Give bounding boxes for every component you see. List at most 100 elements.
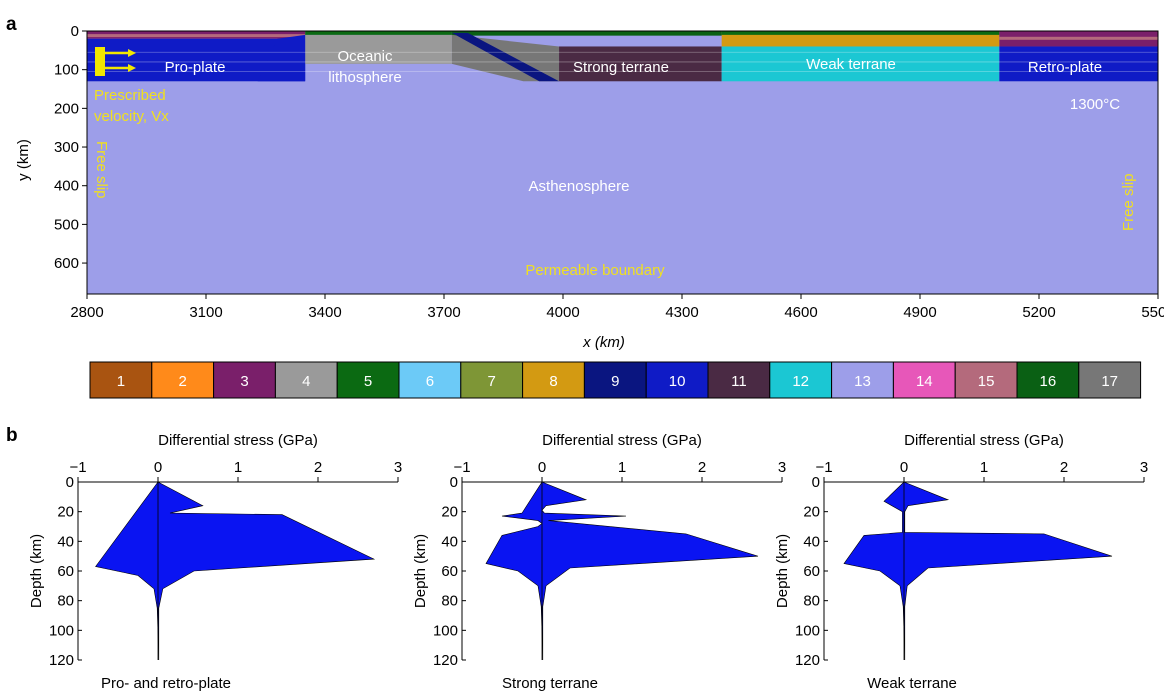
y-tick-label: 100 xyxy=(49,622,74,639)
panel-a-letter: a xyxy=(6,14,17,35)
legend-swatch-12 xyxy=(769,361,833,399)
legend-label-7: 7 xyxy=(488,373,496,390)
oceanic-lithosphere-region xyxy=(305,34,452,64)
oceanic-label: Oceanic xyxy=(337,48,393,65)
y-tick-label: 80 xyxy=(57,593,74,610)
y-tick-label: 0 xyxy=(71,23,79,40)
y-tick-label: 80 xyxy=(803,593,820,610)
y-tick-label: 0 xyxy=(812,474,820,491)
free-slip-right-label: Free slip xyxy=(1120,173,1137,231)
y-tick-label: 500 xyxy=(54,216,79,233)
legend-label-8: 8 xyxy=(549,373,557,390)
x-tick-label: −1 xyxy=(815,459,832,476)
y-tick-label: 120 xyxy=(795,652,820,669)
y-tick-label: 20 xyxy=(441,504,458,521)
x-tick-label: 1 xyxy=(980,459,988,476)
legend-swatch-9 xyxy=(583,361,647,399)
retro-plate-label: Retro-plate xyxy=(1028,59,1102,76)
x-axis-label: Differential stress (GPa) xyxy=(542,432,702,449)
y-tick-label: 60 xyxy=(441,563,458,580)
permeable-boundary-label: Permeable boundary xyxy=(525,262,665,279)
pro-plate-sediment-stripe xyxy=(87,34,306,38)
pro-plate-margin xyxy=(257,34,306,82)
legend-label-10: 10 xyxy=(669,373,686,390)
stress-envelope-area xyxy=(95,481,376,661)
asthenosphere-label: Asthenosphere xyxy=(529,178,630,195)
weak-terrane-region xyxy=(721,46,1000,82)
legend-swatch-8 xyxy=(522,361,585,399)
y-axis-label: y (km) xyxy=(15,139,32,181)
legend-swatch-5 xyxy=(336,361,400,399)
legend-label-11: 11 xyxy=(731,373,747,390)
velocity-vx-label: velocity, Vx xyxy=(94,108,169,125)
legend-label-5: 5 xyxy=(364,373,372,390)
y-tick-label: 40 xyxy=(441,533,458,550)
x-tick-label: −1 xyxy=(453,459,470,476)
x-tick-label: 2 xyxy=(1060,459,1068,476)
legend-label-12: 12 xyxy=(792,373,809,390)
y-tick-label: 200 xyxy=(54,100,79,117)
x-tick-label: 1 xyxy=(234,459,242,476)
y-tick-label: 20 xyxy=(803,504,820,521)
legend-label-17: 17 xyxy=(1101,373,1118,390)
legend-swatch-3 xyxy=(213,361,276,399)
y-tick-label: 40 xyxy=(57,533,74,550)
x-tick-label: 0 xyxy=(900,459,908,476)
x-tick-label: 3100 xyxy=(189,304,222,321)
legend-label-9: 9 xyxy=(611,373,619,390)
x-axis-label: Differential stress (GPa) xyxy=(904,432,1064,449)
legend-swatch-7 xyxy=(460,361,524,399)
weak-terrane-top-layer xyxy=(721,31,1000,35)
lithosphere-label: lithosphere xyxy=(328,69,401,86)
x-tick-label: 1 xyxy=(618,459,626,476)
profile-title: Weak terrane xyxy=(867,675,957,692)
legend-label-14: 14 xyxy=(916,373,933,390)
legend-label-3: 3 xyxy=(240,373,248,390)
temperature-label: 1300°C xyxy=(1070,96,1120,113)
legend-swatch-6 xyxy=(398,361,462,399)
weak-terrane-label: Weak terrane xyxy=(806,56,896,73)
legend-swatch-10 xyxy=(645,361,709,399)
legend-swatch-16 xyxy=(1016,361,1080,399)
x-tick-label: 3400 xyxy=(308,304,341,321)
legend-label-6: 6 xyxy=(426,373,434,390)
strong-terrane-label: Strong terrane xyxy=(573,59,669,76)
x-tick-label: 4900 xyxy=(903,304,936,321)
y-tick-label: 300 xyxy=(54,139,79,156)
x-tick-label: 3 xyxy=(778,459,786,476)
x-axis-label: x (km) xyxy=(582,334,625,351)
profile-title: Pro- and retro-plate xyxy=(101,675,231,692)
retro-plate-sediment-stripe xyxy=(999,36,1158,40)
y-tick-label: 60 xyxy=(57,563,74,580)
x-tick-label: 0 xyxy=(154,459,162,476)
x-tick-label: 4300 xyxy=(665,304,698,321)
x-axis-label-var: x (km) xyxy=(582,334,625,351)
legend-swatch-13 xyxy=(831,361,894,399)
y-tick-label: 100 xyxy=(433,622,458,639)
subducting-slab xyxy=(451,32,560,82)
stress-envelope-area xyxy=(843,481,1113,661)
panel-a-frame xyxy=(86,30,1159,295)
y-axis-label: Depth (km) xyxy=(28,534,45,608)
legend-swatch-17 xyxy=(1078,361,1142,399)
x-tick-label: 2 xyxy=(698,459,706,476)
y-tick-label: 0 xyxy=(66,474,74,491)
legend-swatch-15 xyxy=(954,361,1018,399)
y-tick-label: 120 xyxy=(433,652,458,669)
y-tick-label: 0 xyxy=(450,474,458,491)
legend-label-2: 2 xyxy=(179,373,187,390)
legend-swatch-4 xyxy=(274,361,338,399)
legend-label-1: 1 xyxy=(117,373,125,390)
legend-swatch-14 xyxy=(892,361,956,399)
x-tick-label: 4000 xyxy=(546,304,579,321)
x-tick-label: 3 xyxy=(394,459,402,476)
stress-envelope-area xyxy=(485,481,759,661)
legend-swatch-2 xyxy=(151,361,215,399)
